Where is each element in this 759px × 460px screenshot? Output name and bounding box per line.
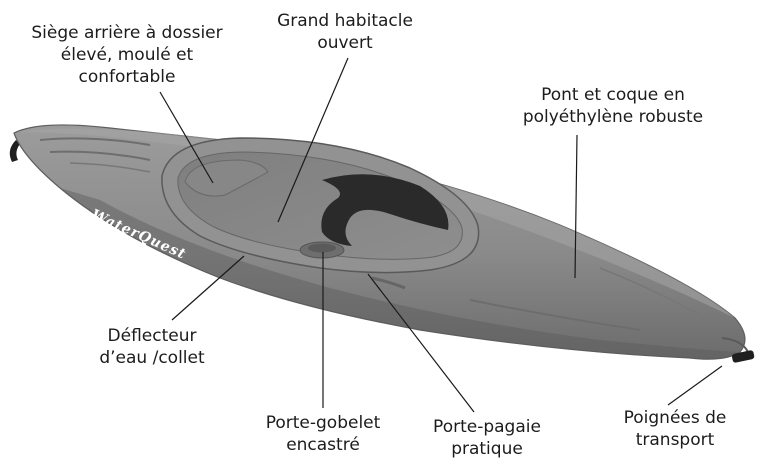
- callout-cockpit: Grand habitacle ouvert: [260, 10, 430, 54]
- callout-paddle-holder: Porte-pagaie pratique: [412, 416, 562, 460]
- callout-deflector: Déflecteur d’eau /collet: [62, 325, 242, 369]
- callout-cup-holder: Porte-gobelet encastré: [248, 412, 398, 456]
- callout-hull: Pont et coque en polyéthylène robuste: [498, 84, 728, 128]
- callout-seat: Siège arrière à dossier élevé, moulé et …: [12, 22, 242, 88]
- callout-handles: Poignées de transport: [600, 407, 750, 451]
